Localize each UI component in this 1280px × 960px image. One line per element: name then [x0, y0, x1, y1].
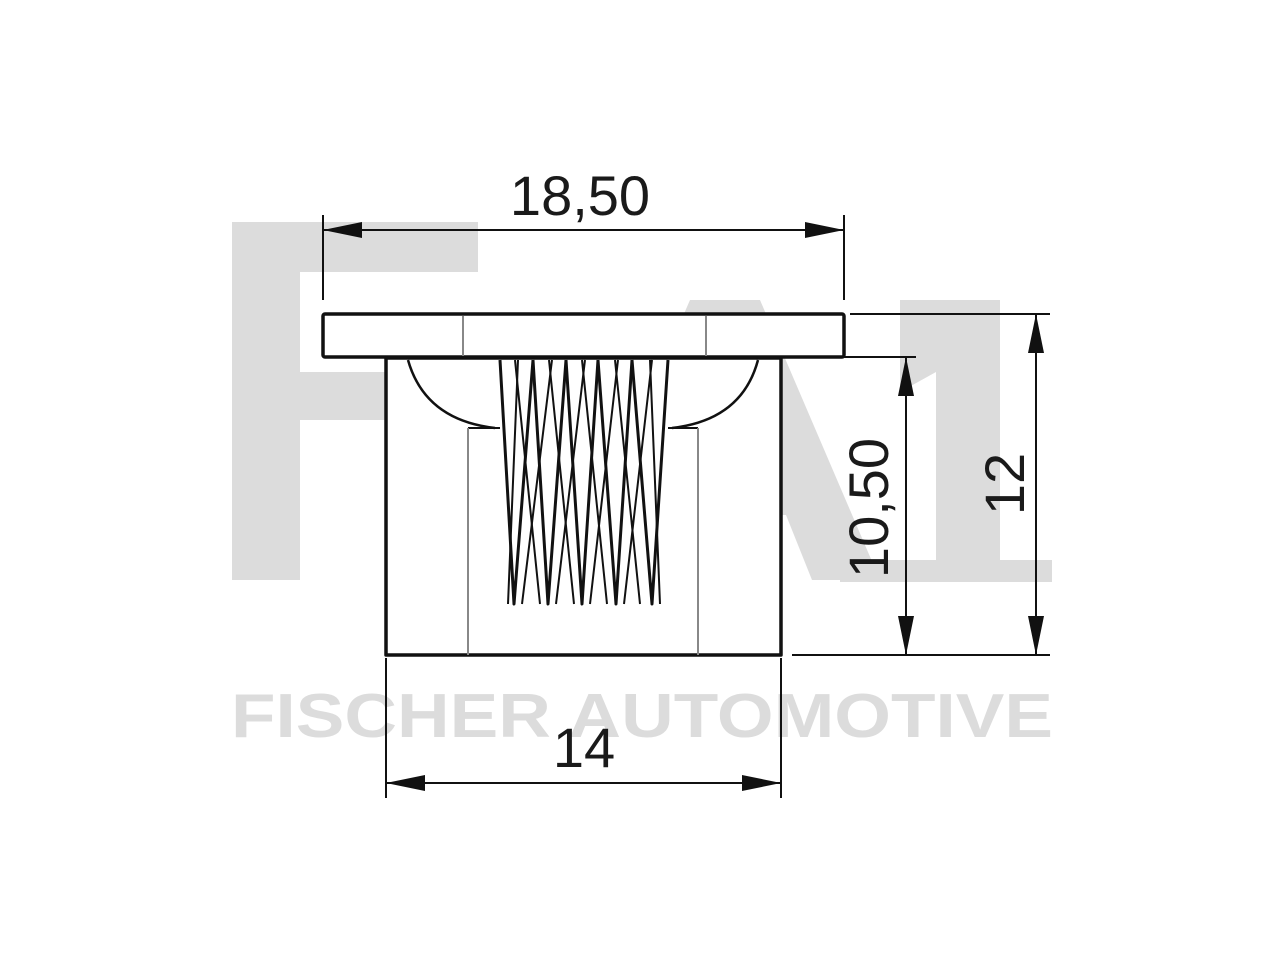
arrow-body-height-top — [898, 357, 914, 396]
arrow-body-right — [742, 775, 781, 791]
arrow-body-left — [386, 775, 425, 791]
arrow-flange-right — [805, 222, 844, 238]
clip-part — [321, 312, 846, 657]
logo-underline — [840, 560, 1052, 582]
clip-flange — [321, 312, 846, 359]
fin-cross-a — [514, 359, 661, 605]
logo-letter-f — [232, 222, 478, 580]
dim-label-total-height: 12 — [973, 453, 1036, 515]
fin-1 — [498, 359, 535, 606]
fin-2 — [531, 359, 568, 606]
company-watermark: FISCHER AUTOMOTIVE — [231, 682, 1053, 751]
dim-label-body-height: 10,50 — [837, 438, 900, 578]
fin-5 — [630, 359, 670, 606]
arrow-body-height-bottom — [898, 616, 914, 655]
fins — [498, 359, 670, 606]
clip-body — [384, 356, 783, 657]
fin-cross-b — [507, 359, 653, 605]
fin-4 — [596, 359, 634, 606]
logo-digit-1 — [900, 300, 1000, 580]
shoulder-right — [671, 359, 760, 430]
fin-3 — [564, 359, 600, 606]
arrow-total-height-top — [1028, 314, 1044, 353]
dim-label-flange-width: 18,50 — [510, 164, 650, 227]
arrow-flange-left — [323, 222, 362, 238]
arrow-total-height-bottom — [1028, 616, 1044, 655]
shoulder-left — [406, 359, 496, 430]
dim-label-body-width: 14 — [553, 716, 615, 779]
dimension-lines — [322, 215, 1050, 798]
